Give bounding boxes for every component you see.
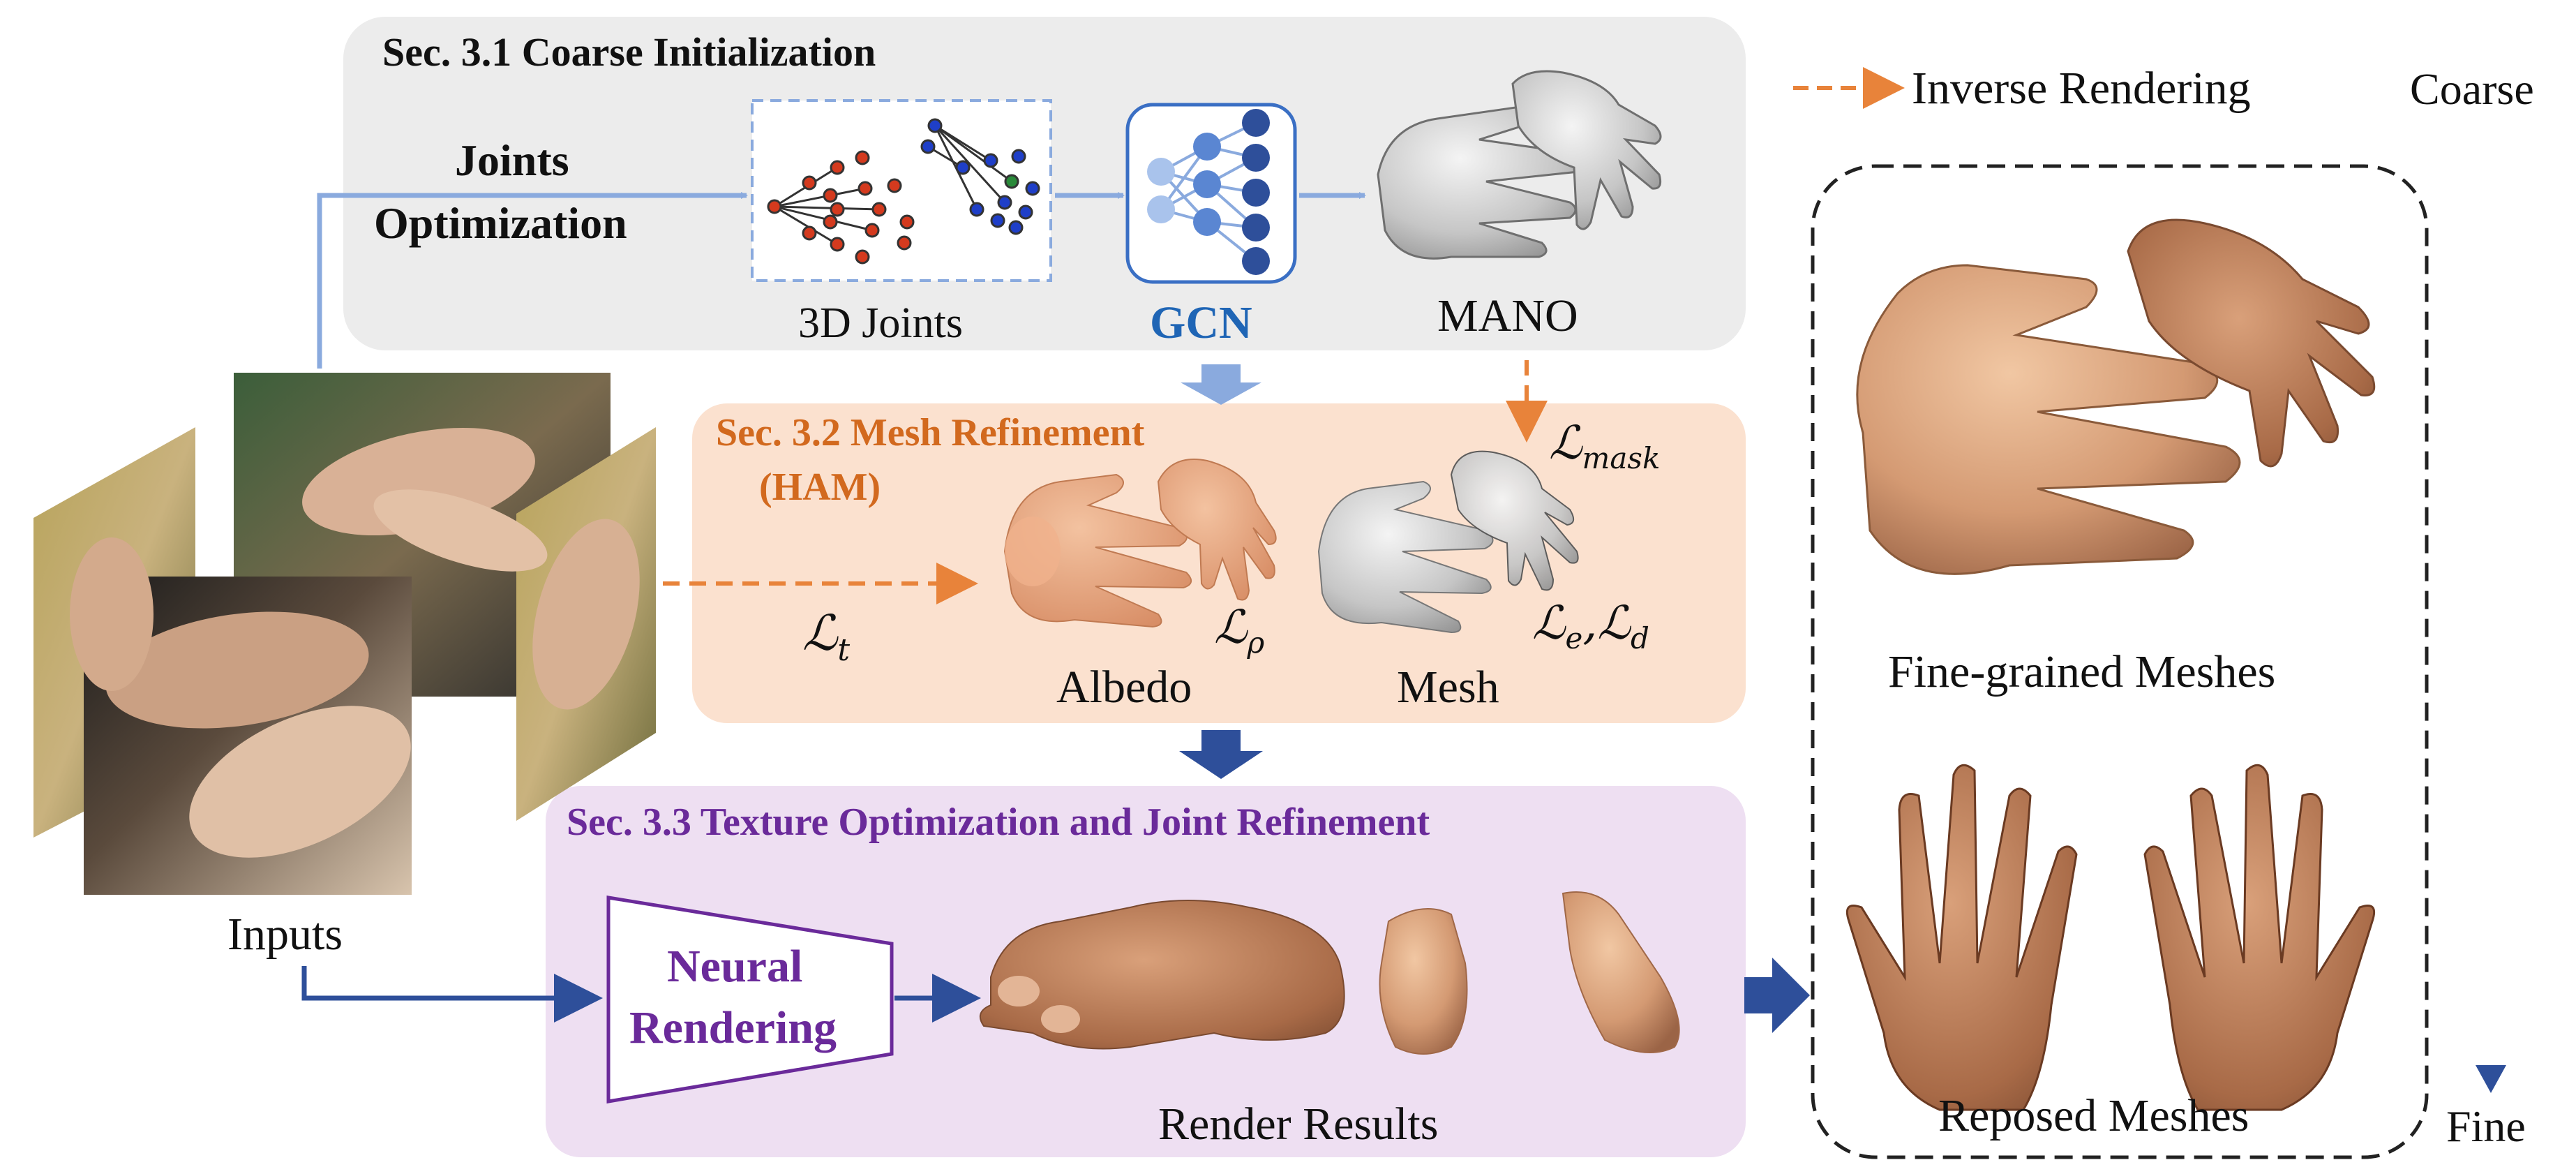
fine-grained-mesh-image	[1856, 218, 2376, 575]
render-results-image	[979, 891, 1680, 1055]
mano-mesh-image	[1377, 70, 1662, 260]
fine-grained-label: Fine-grained Meshes	[1888, 646, 2276, 697]
coarse-label: Coarse	[2410, 64, 2534, 114]
joints-optimization-line2: Optimization	[374, 198, 627, 248]
albedo-hand-image	[1003, 459, 1277, 628]
refined-mesh-image	[1317, 450, 1579, 634]
gcn-down-arrow	[1181, 364, 1261, 405]
gcn-label: GCN	[1150, 297, 1252, 348]
joints-box	[751, 99, 1052, 282]
to-outputs-arrow	[1744, 958, 1810, 1033]
red-skeleton-icon	[767, 150, 915, 265]
loss-t: ℒt	[802, 604, 851, 668]
texture-opt-title: Sec. 3.3 Texture Optimization and Joint …	[567, 801, 1430, 844]
refine-down-arrow	[1179, 730, 1263, 779]
reposed-mesh-image	[1845, 764, 2376, 1111]
fine-label: Fine	[2446, 1101, 2526, 1151]
loss-e-d: ℒe,ℒd	[1532, 596, 1649, 656]
inputs-label: Inputs	[227, 909, 343, 960]
loss-rho: ℒρ	[1214, 600, 1265, 660]
reposed-label: Reposed Meshes	[1938, 1090, 2249, 1141]
mesh-label: Mesh	[1397, 662, 1499, 713]
render-results-label: Render Results	[1158, 1099, 1439, 1150]
loss-mask: ℒmask	[1549, 416, 1661, 476]
mano-label: MANO	[1437, 290, 1578, 341]
joints-label: 3D Joints	[798, 299, 963, 347]
neural-rendering-block	[606, 896, 894, 1104]
legend-inverse-rendering-label: Inverse Rendering	[1912, 63, 2251, 114]
blue-skeleton-icon	[920, 118, 1040, 235]
joints-optimization-line1: Joints	[455, 135, 569, 185]
gcn-network-icon	[1147, 109, 1270, 275]
mesh-refinement-title: Sec. 3.2 Mesh Refinement	[716, 411, 1145, 454]
albedo-label: Albedo	[1056, 662, 1192, 713]
mesh-refinement-subtitle: (HAM)	[759, 466, 881, 509]
input-photos	[33, 373, 656, 895]
neural-rendering-line1: Neural	[667, 941, 803, 992]
neural-rendering-line2: Rendering	[629, 1002, 837, 1053]
coarse-init-title: Sec. 3.1 Coarse Initialization	[382, 29, 876, 75]
outputs-box	[1811, 164, 2429, 1159]
